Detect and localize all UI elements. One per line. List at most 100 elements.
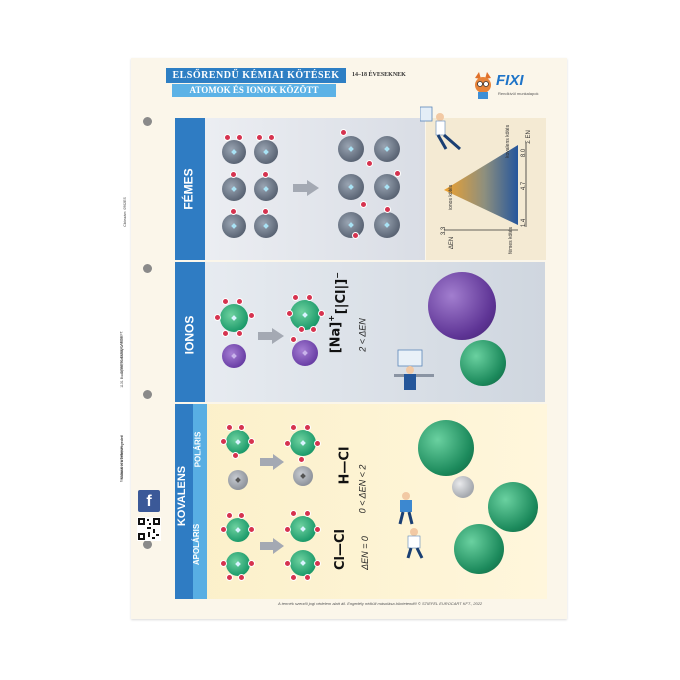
electron: [238, 574, 245, 581]
delta-value: 3.3: [441, 226, 448, 236]
chlorine-sphere: [488, 482, 538, 532]
reaction-arrow-icon: [258, 328, 284, 344]
electron: [306, 294, 313, 301]
metal-atom: [254, 140, 278, 164]
cl2-formula: Cl—Cl: [333, 529, 348, 570]
age-label: 14–18 ÉVESEKNEK: [352, 72, 406, 78]
electron: [238, 512, 245, 519]
top-value: 8.0: [521, 148, 528, 158]
electron: [262, 171, 269, 178]
electron: [224, 134, 231, 141]
electron: [214, 314, 221, 321]
punch-hole: [143, 264, 152, 273]
electron: [304, 424, 311, 431]
electron: [238, 424, 245, 431]
electron: [248, 438, 255, 445]
electron: [222, 330, 229, 337]
electron: [262, 208, 269, 215]
metal-ion: [374, 212, 400, 238]
electron: [314, 526, 321, 533]
van-arkel-triangle: [444, 143, 527, 231]
electron: [236, 134, 243, 141]
hydrogen-atom: [228, 470, 248, 490]
electron: [284, 526, 291, 533]
electron: [230, 208, 237, 215]
kovalens-label: KOVALENS: [176, 465, 189, 527]
reaction-arrow-icon: [293, 180, 319, 196]
punch-hole: [143, 117, 152, 126]
electron: [340, 129, 347, 136]
ionos-label: IONOS: [182, 315, 197, 355]
electron: [248, 560, 255, 567]
facebook-icon[interactable]: f: [138, 490, 160, 512]
scientist-illustration: [420, 106, 461, 150]
chlorine-atom: [226, 518, 250, 542]
femes-label: FÉMES: [181, 168, 196, 210]
na-charge: +: [326, 315, 336, 322]
electron: [384, 206, 391, 213]
na-symbol: Na: [328, 327, 344, 348]
catalog-text: Cikkszám: 0962ES: [122, 197, 127, 227]
bottom-value: 1.4: [521, 218, 528, 228]
hydrogen-sphere: [452, 476, 474, 498]
electron: [352, 232, 359, 239]
ionic-condition: 2 < ΔEN: [357, 318, 368, 352]
electron: [290, 424, 297, 431]
electron: [298, 456, 305, 463]
poster-title: ELSŐRENDŰ KÉMIAI KÖTÉSEK: [166, 68, 346, 83]
chlorine-atom: [220, 304, 248, 332]
chloride-ion-sphere: [460, 340, 506, 386]
chlorine-atom: [290, 550, 316, 576]
social-link[interactable]: facebook.com/fixilapok: [119, 446, 124, 482]
electron: [366, 160, 373, 167]
electron: [360, 201, 367, 208]
cl-charge: −: [332, 272, 342, 279]
electron: [304, 574, 311, 581]
electron: [226, 512, 233, 519]
electron: [292, 294, 299, 301]
metal-ion: [338, 174, 364, 200]
electron: [226, 574, 233, 581]
chlorine-sphere: [418, 420, 474, 476]
mid-value: 4.7: [521, 181, 528, 191]
metal-ion: [374, 174, 400, 200]
electron: [232, 452, 239, 459]
chlorine-atom: [290, 430, 316, 456]
femes-bar: [175, 118, 205, 260]
ionos-bar: [175, 262, 205, 402]
electron: [226, 424, 233, 431]
electron: [318, 310, 325, 317]
electron: [310, 326, 317, 333]
delta-en-label: ΔEN: [449, 236, 456, 250]
logo-name: FIXI: [496, 72, 524, 89]
electron: [284, 440, 291, 447]
chlorine-atom: [290, 516, 316, 542]
cl-symbol: |Cl|: [334, 284, 350, 309]
electron: [236, 330, 243, 337]
fixi-logo: FIXI Rendkívül munkalapok: [472, 70, 544, 104]
electron: [268, 134, 275, 141]
fox-icon: [475, 72, 491, 99]
chloride-ion-formula: [|Cl|]−: [332, 272, 350, 315]
sum-en-label: Σ EN: [525, 130, 532, 144]
chlorine-atom: [226, 552, 250, 576]
copyright-text: A termék szerzői jogi védelem alatt áll.…: [278, 601, 483, 606]
qr-code-icon[interactable]: [137, 517, 161, 541]
electron: [256, 134, 263, 141]
electron: [290, 510, 297, 517]
metal-ion: [374, 136, 400, 162]
scientists-illustration: [398, 492, 424, 559]
electron: [394, 170, 401, 177]
chlorine-atom: [226, 430, 250, 454]
electron: [230, 171, 237, 178]
kovalens-bar: [175, 404, 193, 599]
logo-tagline: Rendkívül munkalapok: [498, 91, 539, 96]
metal-atom: [222, 177, 246, 201]
electron: [314, 440, 321, 447]
electron: [236, 298, 243, 305]
apolar-condition: ΔEN = 0: [359, 536, 370, 570]
hydrogen-atom: [293, 466, 313, 486]
sodium-ion-sphere: [428, 272, 496, 340]
sodium-ion: [292, 340, 318, 366]
electron: [298, 326, 305, 333]
